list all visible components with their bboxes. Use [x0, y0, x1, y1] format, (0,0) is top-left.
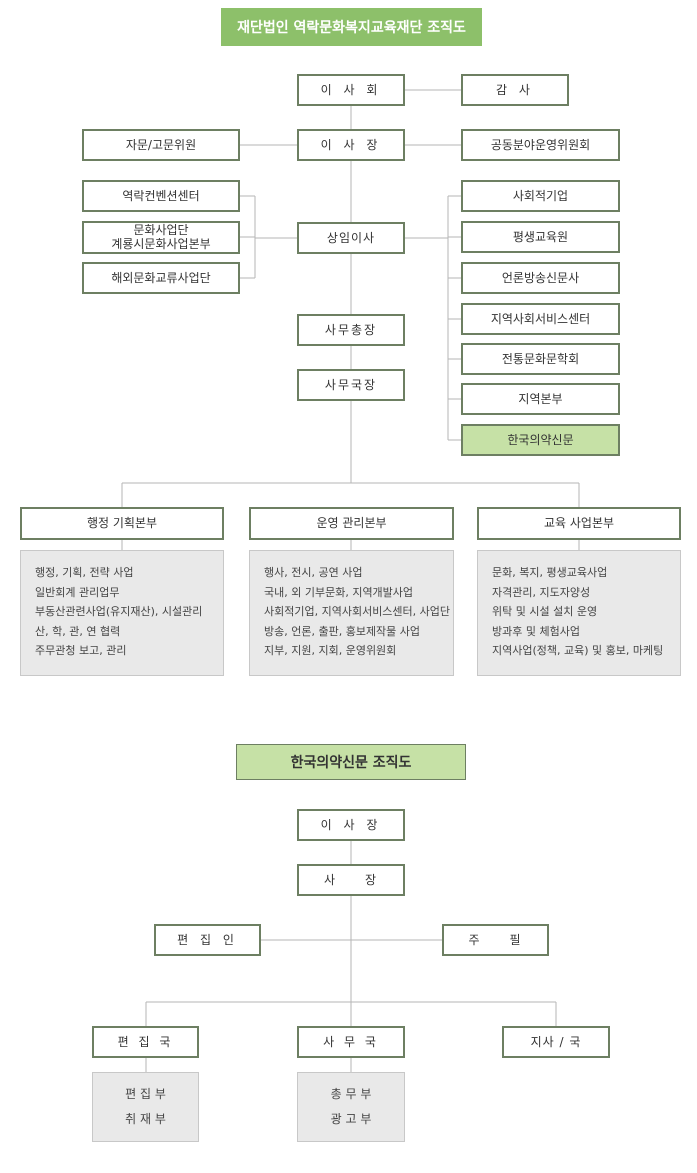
duty-item: 행정, 기획, 전략 사업 [35, 566, 134, 579]
editorial-department-box: 편 집 국 [92, 1026, 199, 1058]
president-box: 사 장 [297, 864, 405, 896]
division-admin-duties: 행정, 기획, 전략 사업 일반회계 관리업무 부동산관련사업(유지재산), 시… [20, 550, 224, 676]
duty-item: 국내, 외 기부문화, 지역개발사업 [264, 585, 414, 599]
board-of-directors-box: 이 사 회 [297, 74, 405, 106]
right-unit-traditional-culture: 전통문화문학회 [461, 343, 620, 375]
right-unit-media: 언론방송신문사 [461, 262, 620, 294]
duty-item: 지역사업(정책, 교육) 및 홍보, 마케팅 [492, 644, 664, 657]
administration-sub-units: 총 무 부 광 고 부 [297, 1072, 405, 1142]
division-operations-duties: 행사, 전시, 공연 사업 국내, 외 기부문화, 지역개발사업 사회적기업, … [249, 550, 454, 676]
division-operations: 운영 관리본부 [249, 507, 454, 540]
duty-item: 문화, 복지, 평생교육사업 [492, 566, 608, 579]
editor-in-chief-box: 주 필 [442, 924, 549, 956]
sub-unit-item: 광 고 부 [330, 1112, 372, 1126]
duty-item: 부동산관련사업(유지재산), 시설관리 [35, 605, 203, 618]
foundation-org-chart-title: 재단법인 역락문화복지교육재단 조직도 [221, 8, 482, 46]
left-unit-convention-center: 역락컨벤션센터 [82, 180, 240, 212]
right-unit-lifelong-education: 평생교육원 [461, 221, 620, 253]
right-unit-regional-hq: 지역본부 [461, 383, 620, 415]
division-admin-planning: 행정 기획본부 [20, 507, 224, 540]
duty-item: 산, 학, 관, 연 협력 [35, 624, 121, 638]
newspaper-chairman-box: 이 사 장 [297, 809, 405, 841]
left-unit-culture-business: 문화사업단 계룡시문화사업본부 [82, 221, 240, 254]
sub-unit-item: 편 집 부 [125, 1087, 166, 1101]
right-unit-community-service: 지역사회서비스센터 [461, 303, 620, 335]
duty-item: 지부, 지원, 지회, 운영위원회 [264, 644, 397, 657]
right-unit-social-enterprise: 사회적기업 [461, 180, 620, 212]
sub-unit-item: 총 무 부 [330, 1087, 372, 1101]
publisher-box: 편 집 인 [154, 924, 261, 956]
duty-item: 방송, 언론, 출판, 홍보제작물 사업 [264, 624, 421, 638]
chairman-box: 이 사 장 [297, 129, 405, 161]
auditor-box: 감 사 [461, 74, 569, 106]
division-education: 교육 사업본부 [477, 507, 681, 540]
duty-item: 방과후 및 체험사업 [492, 624, 580, 638]
left-unit-overseas-exchange: 해외문화교류사업단 [82, 262, 240, 294]
director-general-box: 사무국장 [297, 369, 405, 401]
advisors-box: 자문/고문위원 [82, 129, 240, 161]
secretary-general-box: 사무총장 [297, 314, 405, 346]
duty-item: 위탁 및 시설 설치 운영 [492, 605, 598, 618]
right-unit-korea-pharma-news: 한국의약신문 [461, 424, 620, 456]
duty-item: 행사, 전시, 공연 사업 [264, 566, 363, 579]
branch-office-box: 지사 / 국 [502, 1026, 610, 1058]
newspaper-org-chart-title: 한국의약신문 조직도 [236, 744, 466, 780]
duty-item: 사회적기업, 지역사회서비스센터, 사업단 [264, 605, 451, 618]
duty-item: 일반회계 관리업무 [35, 585, 120, 599]
joint-committee-box: 공동분야운영위원회 [461, 129, 620, 161]
duty-item: 주무관청 보고, 관리 [35, 644, 127, 657]
division-education-duties: 문화, 복지, 평생교육사업 자격관리, 지도자양성 위탁 및 시설 설치 운영… [477, 550, 681, 676]
administration-department-box: 사 무 국 [297, 1026, 405, 1058]
standing-director-box: 상임이사 [297, 222, 405, 254]
sub-unit-item: 취 재 부 [125, 1112, 166, 1126]
editorial-sub-units: 편 집 부 취 재 부 [92, 1072, 199, 1142]
duty-item: 자격관리, 지도자양성 [492, 585, 591, 599]
